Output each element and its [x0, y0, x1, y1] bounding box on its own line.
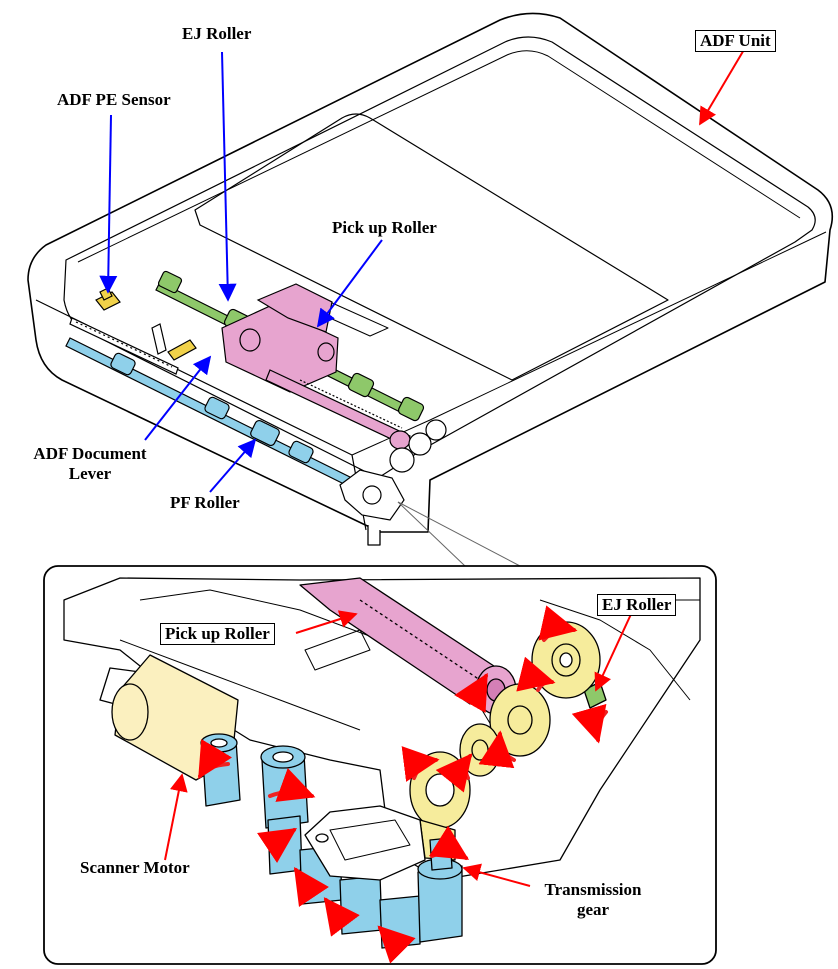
- detail-callout-lines: [397, 501, 521, 567]
- label-pickup-roller-detail: Pick up Roller: [160, 623, 275, 645]
- label-adf-document-lever-line1: ADF Document: [33, 444, 147, 463]
- pickup-roller-part: [221, 283, 411, 450]
- gear-plate-part: [339, 419, 447, 521]
- label-adf-document-lever: ADF Document Lever: [20, 444, 160, 484]
- label-scanner-motor: Scanner Motor: [80, 858, 190, 877]
- motion-arrows: [198, 605, 608, 964]
- label-transmission-gear-line1: Transmission: [544, 880, 642, 899]
- pf-roller-part: [65, 337, 361, 491]
- label-adf-document-lever-line2: Lever: [68, 464, 112, 483]
- label-adf-unit: ADF Unit: [695, 30, 776, 52]
- label-transmission-gear: Transmission gear: [528, 880, 658, 920]
- label-adf-pe-sensor: ADF PE Sensor: [57, 90, 171, 109]
- label-pickup-roller-top: Pick up Roller: [332, 218, 437, 237]
- adf-document-lever-part: [151, 323, 197, 361]
- leader-lines-detail: [164, 610, 633, 887]
- label-pf-roller: PF Roller: [170, 493, 240, 512]
- label-ej-roller-top: EJ Roller: [182, 24, 252, 43]
- label-transmission-gear-line2: gear: [576, 900, 610, 919]
- label-ej-roller-detail: EJ Roller: [597, 594, 677, 616]
- leader-lines-top: [99, 47, 746, 493]
